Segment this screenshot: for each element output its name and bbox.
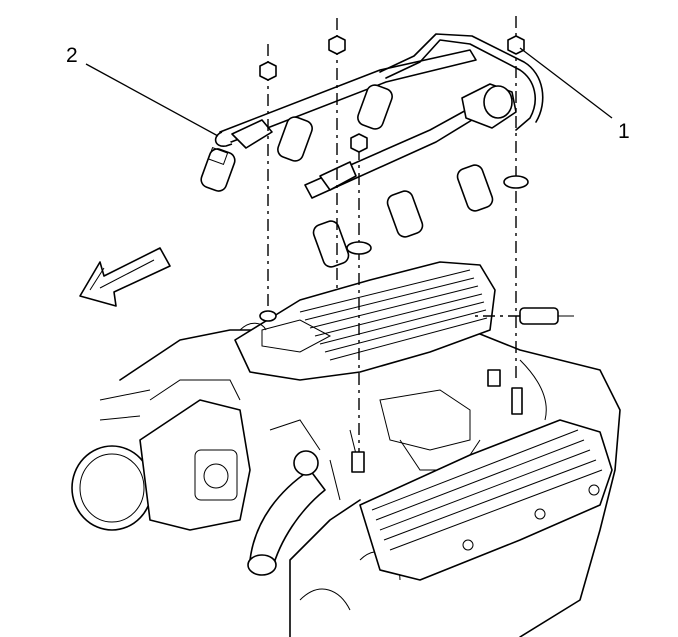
nut bbox=[328, 35, 346, 55]
fuel-injector bbox=[456, 164, 494, 212]
fuel-injector bbox=[386, 190, 424, 238]
intake-manifold bbox=[234, 261, 496, 381]
nut bbox=[507, 35, 525, 55]
callout-2-number: 2 bbox=[66, 44, 78, 67]
fuel-injector bbox=[357, 84, 393, 130]
fuel-injector bbox=[312, 220, 350, 268]
callout-2: 2 bbox=[66, 44, 219, 137]
sensor bbox=[470, 307, 574, 325]
direction-arrow bbox=[79, 247, 171, 307]
engine-block bbox=[119, 329, 621, 637]
fuel-rail-assembly bbox=[214, 33, 544, 199]
fuel-injectors bbox=[200, 84, 494, 268]
valve-cover bbox=[359, 419, 613, 581]
fuel-injector bbox=[277, 116, 313, 162]
nut bbox=[350, 133, 368, 153]
coolant-outlet bbox=[247, 419, 326, 576]
throttle-body bbox=[71, 379, 251, 531]
fuel-injector bbox=[200, 146, 236, 192]
nut bbox=[259, 61, 277, 81]
callout-1: 1 bbox=[519, 47, 630, 143]
callout-1-number: 1 bbox=[618, 120, 630, 143]
studs-and-nuts bbox=[259, 16, 529, 473]
